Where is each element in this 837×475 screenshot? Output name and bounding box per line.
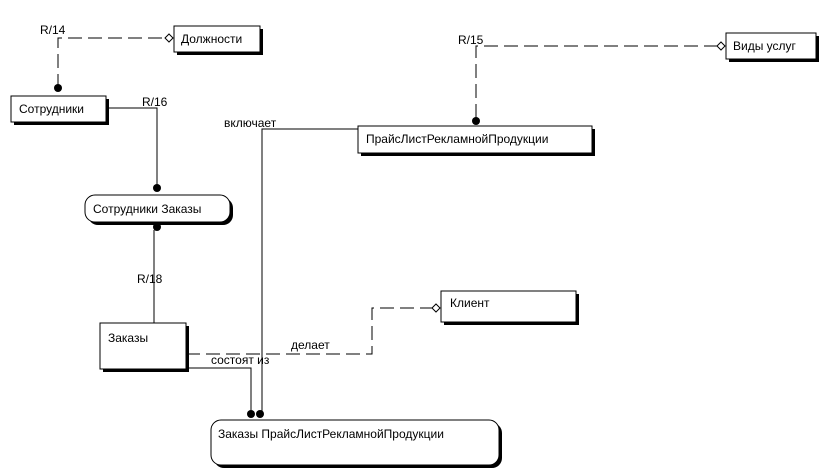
label-sostoit-iz: состоят из: [211, 353, 270, 367]
entity-sotrudniki-zakazy-label: Сотрудники Заказы: [93, 202, 201, 216]
relation-vklyuchaet-line: [261, 128, 358, 411]
entity-zakazy-prais-label: Заказы ПрайсЛистРекламнойПродукции: [218, 427, 444, 441]
entity-sotrudniki-label: Сотрудники: [19, 102, 84, 116]
relation-delaet-line: [186, 307, 432, 355]
relation-r14-diamond: [164, 33, 174, 43]
entity-prais-label: ПрайсЛистРекламнойПродукции: [366, 132, 548, 146]
relation-delaet-diamond: [431, 303, 441, 313]
relation-r16-line: [106, 107, 158, 186]
relation-sostoit-line: [186, 367, 252, 411]
entity-zakazy[interactable]: Заказы: [99, 322, 189, 372]
relation-r16-dot: [153, 184, 161, 192]
relation-r15-diamond: [716, 41, 726, 51]
label-vklyuchaet: включает: [224, 116, 277, 130]
label-r15: R/15: [458, 33, 484, 47]
relation-r14-dot: [54, 84, 62, 92]
entity-klient[interactable]: Клиент: [440, 290, 579, 325]
relation-sostoit-dot: [247, 410, 255, 418]
entity-dolzhnosti-label: Должности: [181, 32, 242, 46]
entity-zakazy-label: Заказы: [108, 331, 148, 345]
entity-sotrudniki[interactable]: Сотрудники: [10, 95, 109, 125]
label-r16: R/16: [142, 95, 168, 109]
entity-dolzhnosti[interactable]: Должности: [173, 25, 263, 55]
label-r14: R/14: [40, 23, 66, 37]
label-r18: R/18: [137, 272, 163, 286]
entity-vidy-uslug-label: Виды услуг: [733, 39, 797, 53]
relation-r15-dot: [472, 117, 480, 125]
entity-vidy-uslug[interactable]: Виды услуг: [725, 32, 819, 62]
label-delaet: делает: [291, 338, 330, 352]
relation-vklyuchaet-dot: [256, 410, 264, 418]
entity-sotrudniki-zakazy[interactable]: Сотрудники Заказы: [84, 194, 233, 225]
relation-r14-line: [57, 37, 166, 88]
entity-zakazy-prais[interactable]: Заказы ПрайсЛистРекламнойПродукции: [210, 419, 502, 468]
relation-r15-line: [475, 45, 719, 118]
entity-klient-label: Клиент: [450, 296, 490, 310]
entity-prais[interactable]: ПрайсЛистРекламнойПродукции: [357, 125, 595, 156]
